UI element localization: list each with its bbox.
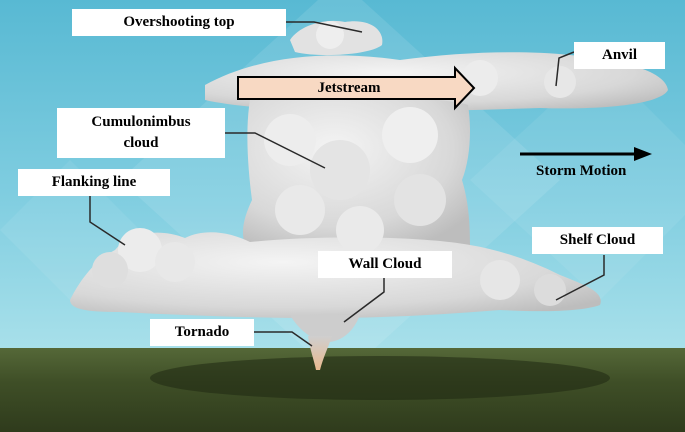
tornado-text: Tornado <box>174 324 230 340</box>
leader-tornado <box>254 331 313 347</box>
label-storm-motion: Storm Motion <box>536 163 626 180</box>
leader-wall-cloud <box>343 278 385 323</box>
label-anvil: Anvil <box>574 42 665 69</box>
storm-motion-arrow <box>520 147 652 161</box>
leader-shelf-cloud <box>555 255 605 301</box>
anvil-text: Anvil <box>601 47 637 63</box>
jetstream-arrow <box>237 65 476 111</box>
label-cumulonimbus-cloud: Cumulonimbus cloud <box>57 108 225 158</box>
overshooting-top-text: Overshooting top <box>123 14 235 30</box>
label-shelf-cloud: Shelf Cloud <box>532 227 663 254</box>
leader-overshooting-top <box>286 21 363 33</box>
label-wall-cloud: Wall Cloud <box>318 251 452 278</box>
storm-motion-text: Storm Motion <box>536 163 627 179</box>
leader-anvil <box>555 51 575 87</box>
tornado-funnel <box>308 336 332 370</box>
jetstream-text: Jetstream <box>317 79 381 96</box>
label-overshooting-top: Overshooting top <box>72 9 286 36</box>
label-tornado: Tornado <box>150 319 254 346</box>
label-flanking-line: Flanking line <box>18 169 170 196</box>
leader-cumulonimbus <box>225 132 326 169</box>
cumulonimbus-text-line-2: cloud <box>123 135 159 151</box>
storm-shadow <box>150 356 610 400</box>
wall-cloud-text: Wall Cloud <box>348 256 422 272</box>
shelf-cloud-text: Shelf Cloud <box>559 232 636 248</box>
cumulonimbus-text-line-1: Cumulonimbus <box>91 114 191 130</box>
flanking-line-text: Flanking line <box>51 174 137 190</box>
leader-flanking-line <box>89 196 126 246</box>
label-jetstream: Jetstream <box>238 70 476 106</box>
